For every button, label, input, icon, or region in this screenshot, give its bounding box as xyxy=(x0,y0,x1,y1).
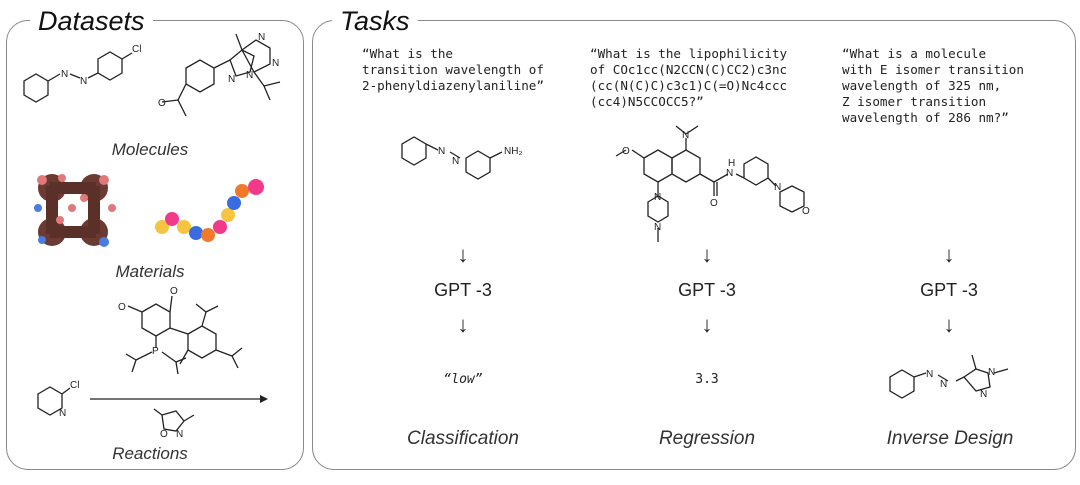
svg-text:N: N xyxy=(272,58,279,69)
svg-text:N: N xyxy=(228,74,235,85)
svg-text:N: N xyxy=(654,222,661,233)
svg-text:N: N xyxy=(988,367,995,378)
molecule-chloroazobenzene: N N Cl xyxy=(23,44,141,103)
svg-text:N: N xyxy=(246,70,253,81)
regression-model-label: GPT -3 xyxy=(678,280,736,300)
reaction-arrow xyxy=(90,395,268,403)
svg-text:Cl: Cl xyxy=(70,380,79,391)
classification-query: “What is the transition wavelength of 2-… xyxy=(362,46,544,93)
svg-text:O: O xyxy=(802,206,810,217)
svg-text:N: N xyxy=(258,32,265,43)
svg-text:N: N xyxy=(682,130,689,141)
svg-text:O: O xyxy=(170,286,178,297)
svg-text:N: N xyxy=(438,146,445,157)
svg-text:Cl: Cl xyxy=(132,44,141,55)
inverse-design-arrow-2: ↓ xyxy=(943,312,955,337)
inverse-design-arrow-1: ↓ xyxy=(943,242,955,267)
materials-label: Materials xyxy=(115,262,185,281)
svg-text:N: N xyxy=(59,408,66,419)
chloropyridine: Cl N xyxy=(37,380,79,419)
svg-text:O: O xyxy=(118,302,126,313)
regression-molecule: O N O N H N O N N xyxy=(615,125,810,242)
svg-text:N: N xyxy=(926,369,933,380)
svg-text:H: H xyxy=(728,158,735,169)
tasks-title: Tasks xyxy=(332,6,418,36)
svg-text:N: N xyxy=(176,429,183,440)
inverse-design-model-label: GPT -3 xyxy=(920,280,978,300)
regression-query: “What is the lipophilicity of COc1cc(N2C… xyxy=(590,46,788,109)
datasets-title: Datasets xyxy=(30,6,153,36)
svg-text:O: O xyxy=(158,98,166,109)
polymer-material-image xyxy=(155,179,264,242)
svg-text:N: N xyxy=(80,76,87,87)
reactions-label: Reactions xyxy=(112,444,188,463)
svg-text:O: O xyxy=(160,429,168,440)
pyrazole-azo-molecule: N N N N xyxy=(889,354,1009,400)
tasks-panel xyxy=(312,20,1076,470)
svg-text:N: N xyxy=(726,168,733,179)
molecules-label: Molecules xyxy=(111,140,189,159)
svg-text:N: N xyxy=(61,69,68,80)
aminoazobenzene: N N NH₂ xyxy=(401,136,522,180)
dimethylisoxazole: O N xyxy=(153,408,195,440)
inverse-design-label: Inverse Design xyxy=(886,428,1014,449)
regression-arrow-2: ↓ xyxy=(701,312,713,337)
svg-text:N: N xyxy=(980,389,987,400)
datasets-panel xyxy=(6,20,304,470)
framework-material-image xyxy=(34,174,116,247)
molecule-pyrazolopyrimidine: O N N N N xyxy=(158,32,281,117)
svg-text:N: N xyxy=(452,156,459,167)
regression-answer: 3.3 xyxy=(695,372,719,387)
classification-label: Classification xyxy=(407,428,519,449)
classification-answer: “low” xyxy=(443,372,483,387)
svg-text:N: N xyxy=(654,192,661,203)
svg-text:N: N xyxy=(940,379,947,390)
classification-arrow-2: ↓ xyxy=(457,312,469,337)
svg-text:O: O xyxy=(622,146,630,157)
svg-text:O: O xyxy=(710,198,718,209)
phosphine-ligand: O O P xyxy=(118,286,243,375)
svg-text:NH₂: NH₂ xyxy=(504,146,522,157)
svg-text:N: N xyxy=(774,182,781,193)
regression-arrow-1: ↓ xyxy=(701,242,713,267)
svg-text:P: P xyxy=(152,346,159,357)
classification-arrow-1: ↓ xyxy=(457,242,469,267)
regression-label: Regression xyxy=(658,428,756,449)
inverse-design-query: “What is a molecule with E isomer transi… xyxy=(842,46,1024,125)
classification-model-label: GPT -3 xyxy=(434,280,492,300)
